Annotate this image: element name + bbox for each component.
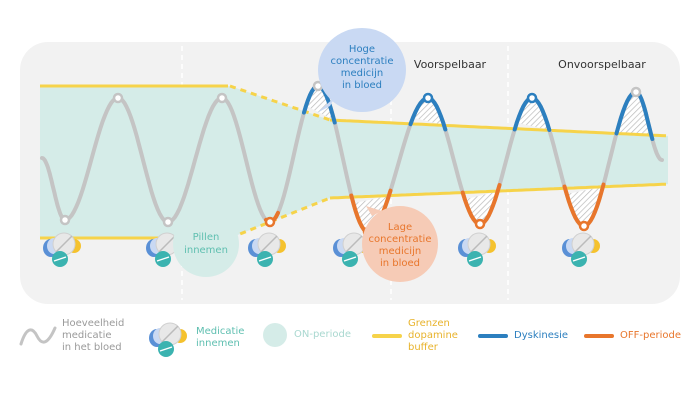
legend-off-period: OFF-periode <box>584 330 681 342</box>
legend-buffer-label: Grenzen dopamine buffer <box>408 318 458 353</box>
pill-cluster-icon <box>458 232 496 267</box>
trough-dot <box>578 220 590 232</box>
buffer-lower-dashed <box>229 196 331 240</box>
peak-dot <box>526 92 538 104</box>
legend: Hoeveelheid medicatie in het bloed Medic… <box>0 308 700 368</box>
legend-dyskinesia-label: Dyskinesie <box>514 330 569 341</box>
trough-dot <box>59 214 71 226</box>
wave-icon <box>19 326 57 346</box>
peak-dot <box>216 92 228 104</box>
legend-blood-level: Hoeveelheid medicatie in het bloed <box>18 318 124 354</box>
trough-dot <box>474 218 486 230</box>
circle-icon <box>263 323 287 347</box>
legend-medication: Medicatie innemen <box>146 318 244 358</box>
peak-dot <box>422 92 434 104</box>
peak-dot <box>112 92 124 104</box>
legend-medication-label: Medicatie innemen <box>196 326 245 349</box>
pill-cluster-icon <box>43 232 81 267</box>
section-label-predictable: Voorspelbaar <box>414 58 487 71</box>
section-label-unpredictable: Onvoorspelbaar <box>558 58 646 71</box>
legend-buffer: Grenzen dopamine buffer <box>372 318 458 354</box>
pill-cluster-icon <box>333 232 371 267</box>
trough-dots <box>59 214 590 238</box>
pill-cluster-icon <box>248 232 286 267</box>
line-icon <box>372 334 402 338</box>
legend-off-period-label: OFF-periode <box>620 330 681 341</box>
peak-dot <box>630 86 642 98</box>
peak-dots <box>112 80 642 104</box>
pill-cluster-icon <box>562 232 600 267</box>
pill-cluster-icon <box>149 322 187 357</box>
legend-dyskinesia: Dyskinesie <box>478 330 568 342</box>
legend-on-period-label: ON-periode <box>294 329 351 340</box>
legend-on-period: ON-periode <box>262 322 351 348</box>
trough-dot <box>162 216 174 228</box>
on-period-band <box>40 86 668 238</box>
buffer-upper-dashed <box>229 84 331 122</box>
legend-blood-level-label: Hoeveelheid medicatie in het bloed <box>62 318 125 353</box>
line-icon <box>584 334 614 338</box>
line-icon <box>478 334 508 338</box>
pill-groups <box>43 232 600 267</box>
trough-dot <box>264 216 276 228</box>
buffer-upper-line <box>40 84 667 138</box>
